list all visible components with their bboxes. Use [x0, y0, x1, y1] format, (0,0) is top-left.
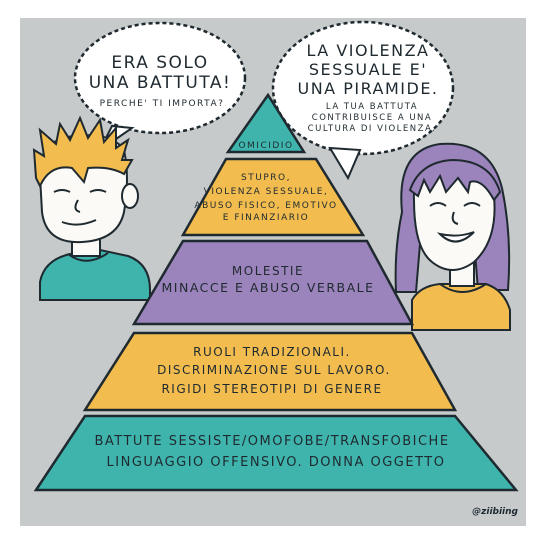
right-speech-bubble: LA VIOLENZA SESSUALE E' UNA PIRAMIDE. LA…: [271, 20, 455, 181]
pyramid-level-2: [180, 157, 366, 237]
right-bubble-line5: CONTRIBUISCE A UNA: [312, 113, 432, 123]
violence-pyramid: OMICIDIO STUPRO, VIOLENZA SESSUALE, ABUS…: [33, 92, 519, 492]
level2-line4: E FINANZIARIO: [223, 213, 309, 223]
left-bubble-line2: UNA BATTUTA!: [89, 73, 232, 93]
right-bubble-line6: CULTURA DI VIOLENZA.: [308, 124, 437, 134]
girl-eye-left: [429, 202, 447, 207]
signature: @ziibiing: [472, 507, 518, 517]
left-bubble-line3: PERCHE' TI IMPORTA?: [100, 99, 225, 109]
boy-eye-right: [89, 189, 107, 193]
level5-line1: BATTUTE SESSISTE/OMOFOBE/TRANSFOBICHE: [94, 434, 449, 449]
left-speech-bubble: ERA SOLO UNA BATTUTA! PERCHE' TI IMPORTA…: [73, 21, 247, 151]
pyramid-level-5: [33, 414, 519, 492]
right-bubble-line4: LA TUA BATTUTA: [326, 102, 418, 112]
right-bubble-line2: SESSUALE E': [309, 60, 427, 79]
level2-line1: STUPRO,: [241, 173, 291, 183]
level2-line3: ABUSO FISICO, EMOTIVO: [194, 201, 337, 211]
girl-eye-right: [463, 202, 481, 207]
level4-line1: RUOLI TRADIZIONALI.: [193, 345, 351, 359]
pyramid-level-3: [131, 239, 415, 326]
girl-character: [394, 142, 511, 331]
level4-line2: DISCRIMINAZIONE SUL LAVORO.: [157, 363, 391, 377]
right-bubble-line3: UNA PIRAMIDE.: [297, 79, 438, 98]
boy-eye-left: [53, 189, 71, 193]
level1-line1: OMICIDIO: [238, 141, 293, 151]
level3-line1: MOLESTIE: [232, 264, 304, 278]
pyramid-level-1: [225, 92, 307, 154]
pyramid-level-4: [82, 331, 458, 412]
level5-line2: LINGUAGGIO OFFENSIVO. DONNA OGGETTO: [107, 455, 446, 470]
level3-line2: MINACCE E ABUSO VERBALE: [162, 280, 375, 295]
right-bubble-line1: LA VIOLENZA: [307, 41, 430, 60]
level4-line3: RIGIDI STEREOTIPI DI GENERE: [161, 382, 382, 396]
left-bubble-line1: ERA SOLO: [111, 53, 208, 73]
level2-line2: VIOLENZA SESSUALE,: [204, 187, 329, 197]
boy-character: [32, 115, 151, 301]
